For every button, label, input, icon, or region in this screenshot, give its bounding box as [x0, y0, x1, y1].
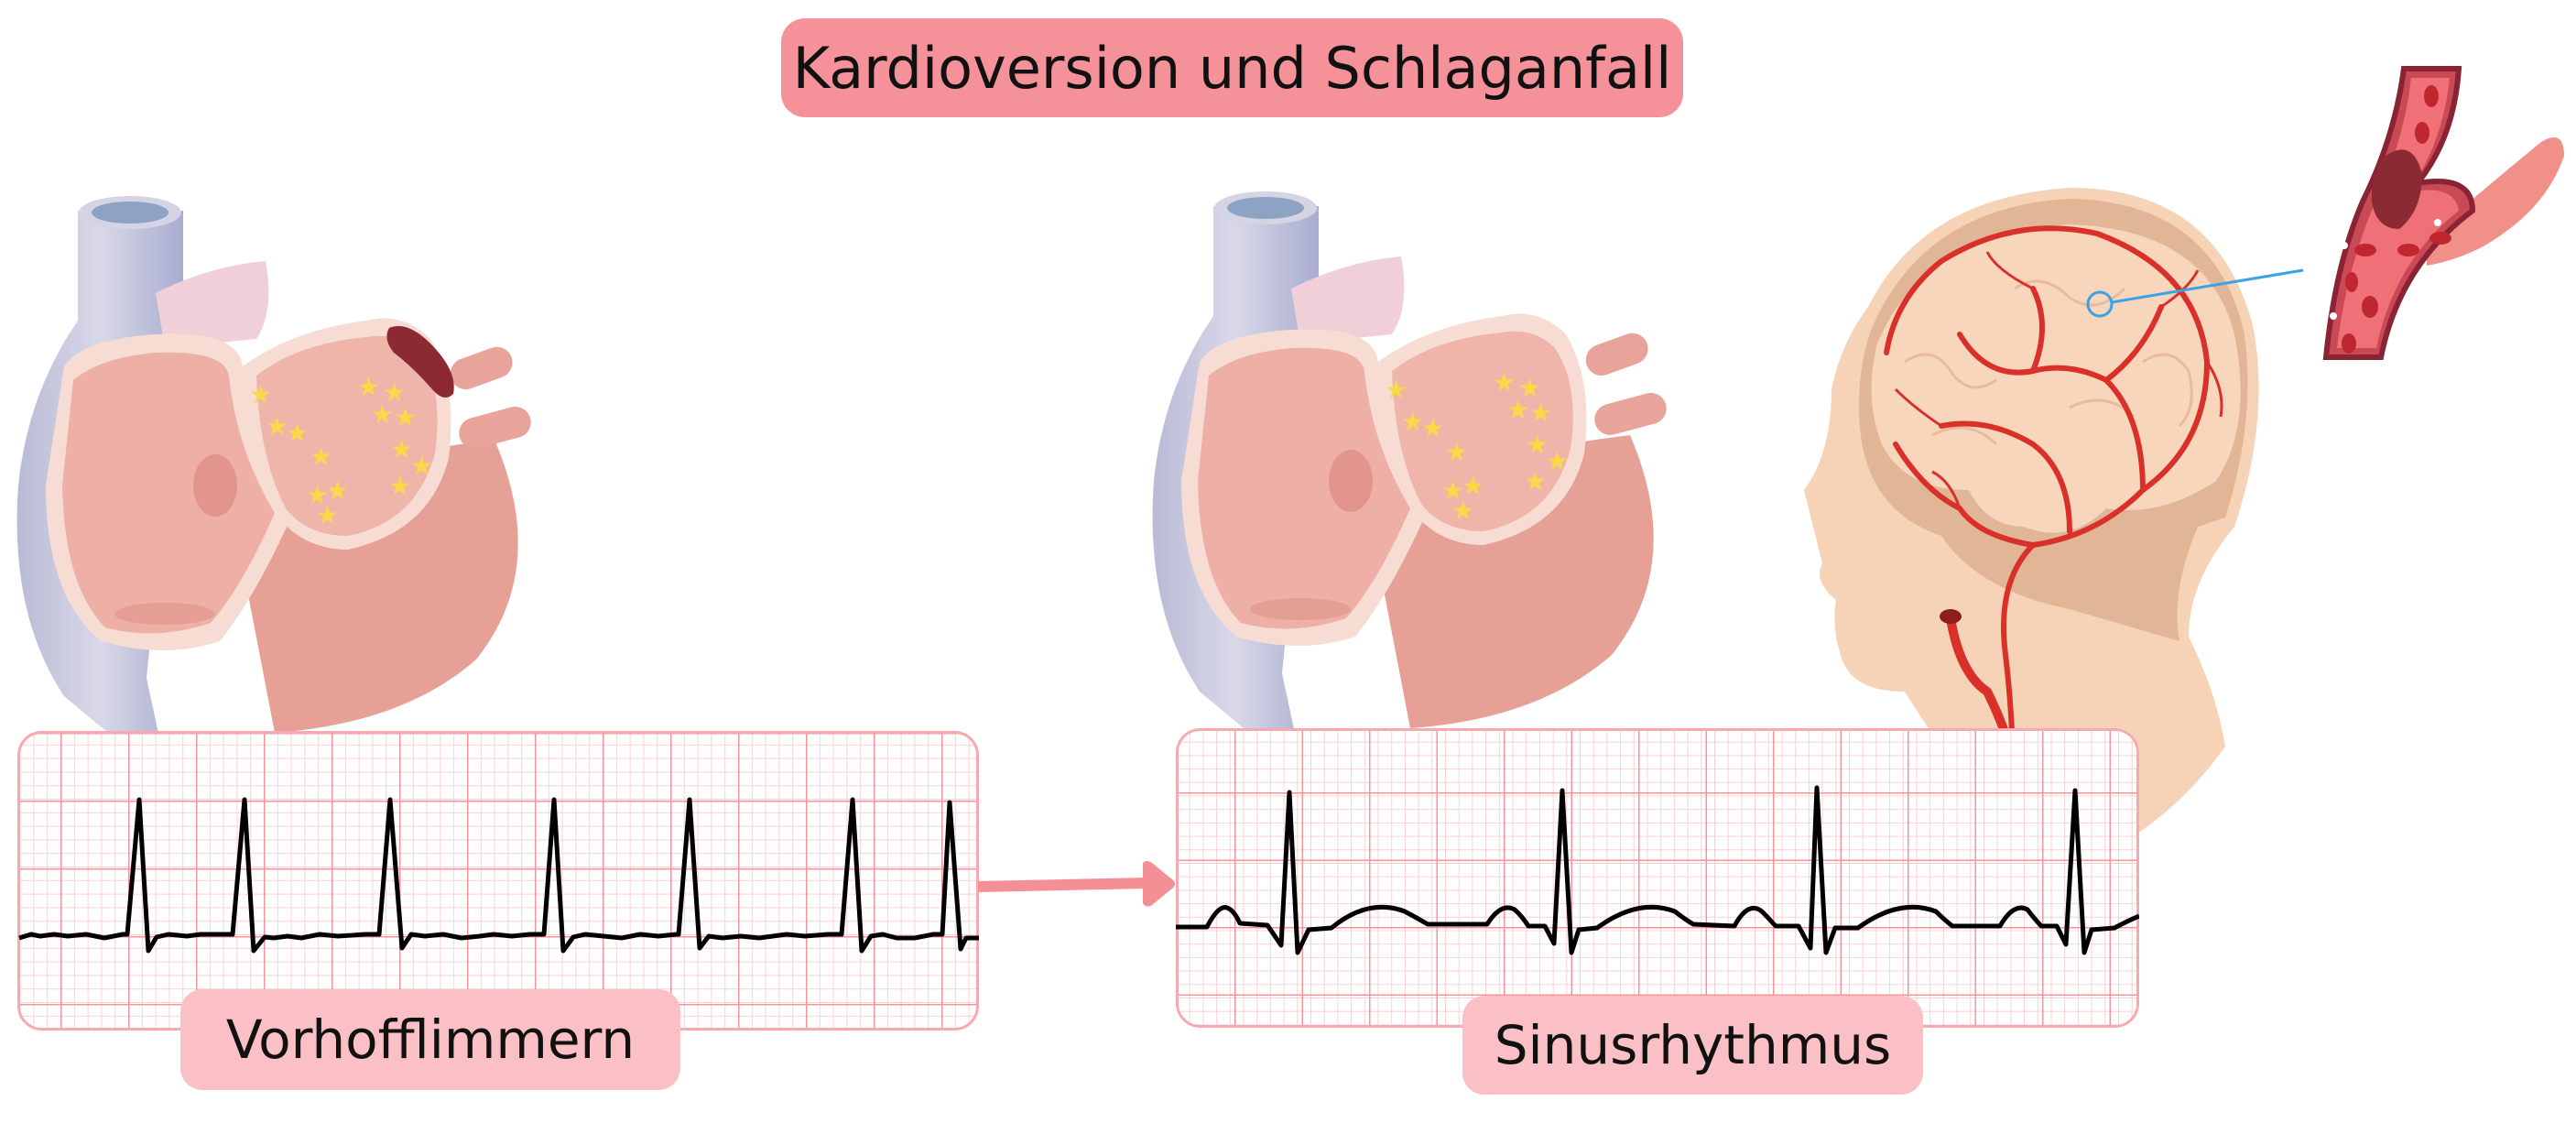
svg-text:★: ★	[1524, 466, 1547, 496]
svg-text:★: ★	[1441, 475, 1464, 506]
page-title: Kardioversion und Schlaganfall	[792, 34, 1672, 102]
ecg-trace-sinus	[1176, 785, 2139, 955]
svg-text:★: ★	[249, 379, 272, 409]
ecg-panel-sinus-rhythm	[1176, 728, 2139, 1028]
svg-text:★: ★	[1421, 413, 1444, 443]
svg-text:★: ★	[316, 500, 339, 530]
fibrillation-stars: ★ ★ ★ ★ ★ ★ ★ ★ ★ ★ ★ ★ ★ ★	[249, 372, 433, 530]
ecg-trace-af	[18, 797, 979, 954]
svg-text:★: ★	[383, 377, 406, 408]
label-right-text: Sinusrhythmus	[1494, 1014, 1892, 1076]
svg-text:★: ★	[410, 451, 433, 481]
svg-text:★: ★	[1401, 407, 1424, 437]
svg-text:★: ★	[310, 442, 332, 472]
svg-text:★: ★	[1445, 437, 1468, 467]
occluded-vessel-icon	[2322, 66, 2564, 360]
sinus-stars: ★ ★ ★ ★ ★ ★ ★ ★ ★ ★ ★ ★ ★ ★	[1385, 367, 1569, 526]
svg-text:★: ★	[1493, 367, 1516, 398]
ecg-panel-atrial-fibrillation	[17, 731, 979, 1030]
svg-text:★: ★	[357, 372, 380, 402]
svg-text:★: ★	[266, 411, 288, 442]
svg-text:★: ★	[1526, 430, 1549, 460]
svg-text:★: ★	[326, 475, 349, 506]
svg-text:★: ★	[394, 402, 417, 432]
svg-text:★: ★	[1385, 375, 1408, 405]
svg-text:★: ★	[1462, 471, 1484, 501]
heart-sinus-icon: ★ ★ ★ ★ ★ ★ ★ ★ ★ ★ ★ ★ ★ ★	[1152, 191, 1667, 737]
svg-text:★: ★	[1546, 446, 1569, 476]
arrow-right-icon	[978, 861, 1175, 907]
svg-text:★: ★	[286, 418, 309, 448]
label-sinus-rhythm: Sinusrhythmus	[1462, 996, 1923, 1095]
svg-text:★: ★	[1529, 398, 1552, 428]
svg-text:★: ★	[1451, 496, 1474, 526]
svg-text:★: ★	[371, 399, 394, 430]
head-brain-arteries-icon	[1804, 188, 2304, 850]
svg-text:★: ★	[1518, 373, 1541, 403]
svg-text:★: ★	[1506, 395, 1529, 425]
label-left-text: Vorhofflimmern	[225, 1009, 636, 1071]
title-banner: Kardioversion und Schlaganfall	[781, 18, 1683, 117]
svg-text:★: ★	[390, 434, 413, 464]
heart-with-thrombus-icon: ★ ★ ★ ★ ★ ★ ★ ★ ★ ★ ★ ★ ★ ★	[16, 196, 531, 742]
label-atrial-fibrillation: Vorhofflimmern	[180, 989, 680, 1090]
svg-text:★: ★	[388, 471, 411, 501]
svg-text:★: ★	[306, 480, 329, 510]
